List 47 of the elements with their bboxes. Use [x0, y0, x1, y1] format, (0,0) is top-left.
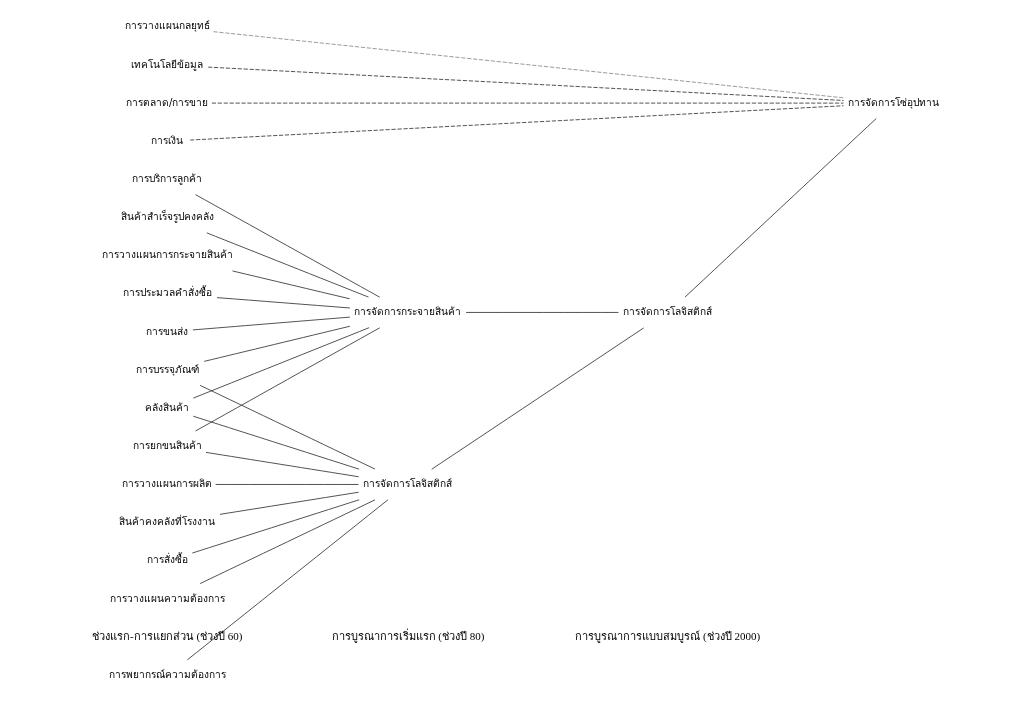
node-text: การบรรจุภัณฑ์ — [135, 363, 199, 375]
connector — [189, 105, 844, 141]
node-text: การตลาด/การขาย — [125, 96, 208, 108]
node-text: การจัดการโซ่อุปทาน — [847, 96, 939, 108]
connector — [191, 316, 350, 331]
connector — [194, 194, 380, 298]
node-text: การวางแผนการผลิต — [121, 478, 212, 490]
node-text: การยกขนสินค้า — [132, 439, 202, 451]
node-text: การวางแผนความต้องการ — [109, 592, 225, 604]
node-text: การวางแผนกลยุทธ์ — [124, 20, 210, 32]
connector — [192, 415, 360, 470]
connector — [214, 484, 359, 485]
connector — [199, 499, 375, 584]
node-text: การจัดการโลจิสติกส์ — [362, 478, 452, 490]
connector — [216, 297, 350, 309]
connector — [205, 451, 359, 478]
label: การบูรณาการเริ่มแรก (ช่วงปี 80) — [331, 629, 484, 642]
connector — [205, 232, 369, 298]
connector — [203, 325, 350, 362]
label: การบูรณาการแบบสมบูรณ์ (ช่วงปี 2000) — [574, 629, 760, 642]
connector — [192, 327, 369, 399]
label: ช่วงแรก-การแยกส่วน (ช่วงปี 60) — [91, 629, 243, 642]
node-text: สินค้าคงคลังที่โรงงาน — [118, 516, 215, 528]
connector — [212, 31, 844, 99]
connector — [465, 312, 619, 313]
connector — [191, 499, 360, 554]
node-text: สินค้าสำเร็จรูปคงคลัง — [120, 211, 214, 223]
node-text: การเงิน — [150, 134, 183, 146]
node-text: การขนส่ง — [145, 325, 188, 337]
node-text: การพยากรณ์ความต้องการ — [108, 668, 226, 680]
connector — [684, 118, 877, 298]
connector — [231, 270, 350, 300]
node-text: การบริการลูกค้า — [131, 173, 202, 185]
node-text: การสั่งซื้อ — [146, 554, 188, 566]
node-text: เทคโนโลยีข้อมูล — [130, 58, 203, 70]
connector — [211, 102, 844, 104]
node-text: การวางแผนการกระจายสินค้า — [101, 249, 233, 261]
node-text: การจัดการโลจิสติกส์ — [622, 306, 712, 318]
node-text: การจัดการกระจายสินค้า — [353, 306, 461, 318]
connector — [194, 327, 380, 432]
node-text: การประมวลคำสั่งซื้อ — [122, 287, 212, 299]
connector — [219, 491, 359, 515]
connector — [186, 499, 388, 661]
connector — [430, 327, 644, 470]
connector — [199, 384, 375, 470]
node-text: คลังสินค้า — [144, 401, 189, 413]
connector — [207, 66, 844, 101]
